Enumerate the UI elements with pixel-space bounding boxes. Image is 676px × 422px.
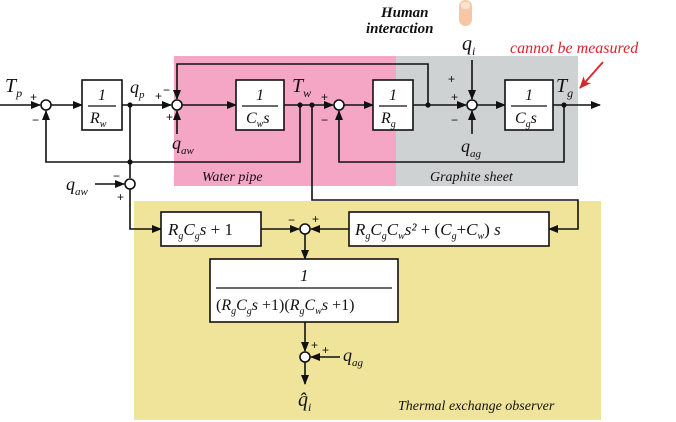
sum-junction-7 — [299, 351, 311, 363]
signal-qp: qp — [130, 77, 145, 101]
block-numerator: 1 — [300, 266, 309, 285]
block-poly-text: RgCgCws² + (Cg+Cw) s — [354, 220, 501, 242]
block-1-over-cg-s — [504, 79, 554, 131]
block-denominator: Cgs — [515, 110, 537, 130]
signal-tw: Tw — [292, 75, 311, 100]
sign-minus: − — [321, 113, 328, 127]
sign-plus: + — [117, 190, 124, 204]
signal-qaw-out: qaw — [66, 174, 89, 198]
block-numerator: 1 — [98, 87, 106, 104]
sign-plus: + — [166, 110, 173, 124]
sum-junction-3 — [333, 99, 345, 111]
sign-plus: + — [155, 89, 162, 103]
annotation-arrow — [579, 61, 604, 89]
block-numerator: 1 — [256, 87, 264, 104]
sign-minus: − — [163, 83, 170, 97]
sign-plus: + — [451, 90, 458, 104]
signal-qi-hat: q̂i — [298, 389, 311, 414]
sign-plus: + — [448, 72, 455, 86]
signal-tg: Tg — [556, 75, 573, 100]
block-rg-cg-s-plus-1 — [160, 211, 262, 247]
block-numerator: 1 — [525, 87, 533, 104]
human-label: Human — [380, 5, 429, 21]
sum-junction-5 — [124, 178, 136, 190]
sign-plus: + — [312, 212, 319, 226]
sum-junction-4 — [466, 99, 478, 111]
signal-qaw: qaw — [172, 133, 195, 157]
block-numerator: 1 — [389, 87, 397, 104]
signal-qag: qag — [461, 136, 482, 160]
block-denominator: Rw — [89, 110, 107, 130]
not-measured-label: cannot be measured — [510, 40, 639, 57]
signal-tp: Tp — [5, 75, 22, 100]
sum-junction-2 — [171, 99, 183, 111]
sign-plus: + — [322, 343, 329, 357]
block-rgcg-text: RgCgs + 1 — [167, 220, 233, 242]
block-polynomial — [348, 211, 550, 247]
sign-minus: − — [113, 169, 120, 183]
block-denominator: Cws — [246, 110, 270, 130]
sign-minus: − — [32, 113, 39, 127]
sum-junction-6 — [299, 223, 311, 235]
sign-minus: − — [288, 213, 295, 227]
interaction-label: interaction — [366, 21, 434, 37]
block-observer-filter — [209, 258, 399, 323]
sum-junction-1 — [40, 99, 52, 111]
sign-plus: + — [30, 90, 37, 104]
observer-label: Thermal exchange observer — [398, 399, 555, 414]
block-1-over-rw — [81, 79, 123, 131]
signal-qag-observer: qag — [343, 345, 364, 369]
water-pipe-region — [174, 56, 396, 186]
sign-plus: + — [311, 338, 318, 352]
sign-minus: − — [451, 113, 458, 127]
graphite-sheet-label: Graphite sheet — [430, 170, 514, 185]
water-pipe-label: Water pipe — [202, 170, 263, 185]
block-1-over-cw-s — [235, 79, 285, 131]
block-denominator: (RgCgs +1)(RgCws +1) — [216, 297, 354, 317]
block-denominator: Rg — [380, 110, 396, 130]
signal-qi: qi — [462, 33, 475, 58]
finger-icon — [459, 0, 472, 26]
sign-plus: + — [321, 90, 328, 104]
